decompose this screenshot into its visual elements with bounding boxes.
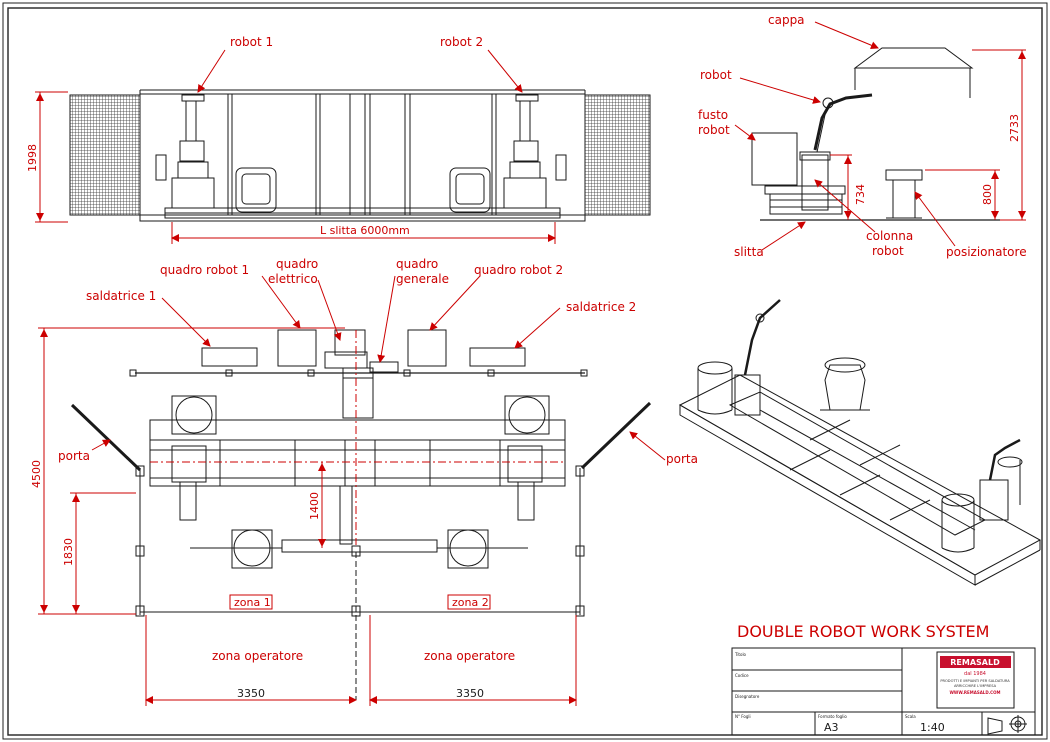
side-annotations [734, 21, 1026, 251]
label-panel-electric-2: elettrico [268, 272, 318, 286]
inner-border [7, 7, 1043, 736]
dim-734: 734 [854, 184, 867, 205]
label-side-robot: robot [700, 68, 732, 82]
tb-field-format: Formato foglio [818, 714, 847, 719]
panel-robot1 [277, 329, 317, 367]
label-panel-main-2: generale [396, 272, 449, 286]
company-since: dal 1984 [964, 671, 986, 677]
panel-robot2 [407, 329, 447, 367]
company-logo-band [940, 656, 1011, 668]
label-door-left: porta [58, 449, 90, 463]
left-fence-panel [69, 94, 141, 216]
label-welder2: saldatrice 2 [566, 300, 636, 314]
label-operator-zone-right: zona operatore [424, 649, 515, 663]
label-robot-base-2: robot [698, 123, 730, 137]
label-door-right: porta [666, 452, 698, 466]
label-panel-electric-1: quadro [276, 257, 318, 271]
welder2 [469, 347, 526, 367]
tb-field-scale: Scala [905, 714, 916, 719]
tb-scale-value: 1:40 [920, 721, 945, 734]
label-zone1: zona 1 [234, 596, 271, 609]
dim-slide-length: L slitta 6000mm [320, 224, 410, 237]
company-tagline-1: PRODOTTI E IMPIANTI PER SALDATURA [940, 679, 1010, 683]
label-operator-zone-left: zona operatore [212, 649, 303, 663]
dim-2733: 2733 [1008, 114, 1021, 142]
side-elevation [751, 47, 1000, 221]
elevation-annotations [35, 49, 556, 244]
company-web: WWW.REMASALD.COM [950, 690, 1001, 695]
label-column-1: colonna [866, 229, 913, 243]
label-panel-robot1: quadro robot 1 [160, 263, 249, 277]
panel-electric [334, 329, 366, 356]
welder1 [201, 347, 258, 367]
label-hood: cappa [768, 13, 805, 27]
label-welder1: saldatrice 1 [86, 289, 156, 303]
tb-field-title: Titolo [734, 652, 747, 657]
dim-1830: 1830 [62, 538, 75, 566]
label-positioner: posizionatore [946, 245, 1027, 259]
company-name: REMASALD [950, 658, 1000, 667]
label-zone2: zona 2 [452, 596, 489, 609]
tb-field-drawer: Disegnatore [735, 694, 760, 699]
label-slide: slitta [734, 245, 764, 259]
label-panel-main-1: quadro [396, 257, 438, 271]
label-column-2: robot [872, 244, 904, 258]
front-elevation [69, 89, 651, 222]
dim-4500: 4500 [30, 460, 43, 488]
tb-field-sheet-no: N° Fogli [735, 714, 751, 719]
dim-height-1998: 1998 [26, 144, 39, 172]
robot-drum [751, 132, 798, 186]
label-robot-base-1: fusto [698, 108, 728, 122]
dim-3350-right: 3350 [456, 687, 484, 700]
right-fence-panel [584, 94, 651, 216]
label-robot1: robot 1 [230, 35, 273, 49]
drawing-title: DOUBLE ROBOT WORK SYSTEM [737, 622, 989, 641]
tb-field-code: Codice [735, 673, 749, 678]
title-block-frame [731, 647, 1036, 736]
dim-3350-left: 3350 [237, 687, 265, 700]
hood [853, 47, 974, 69]
dim-800: 800 [981, 184, 994, 205]
label-panel-robot2: quadro robot 2 [474, 263, 563, 277]
plan-view [70, 329, 652, 700]
panel-main [369, 361, 399, 373]
isometric-view [678, 299, 1042, 586]
tb-format-value: A3 [824, 721, 839, 734]
plan-annotations [38, 275, 666, 706]
company-tagline-2: ARRICCHIRE L'IMPRESA [954, 684, 997, 688]
label-robot2: robot 2 [440, 35, 483, 49]
dim-1400: 1400 [308, 492, 321, 520]
